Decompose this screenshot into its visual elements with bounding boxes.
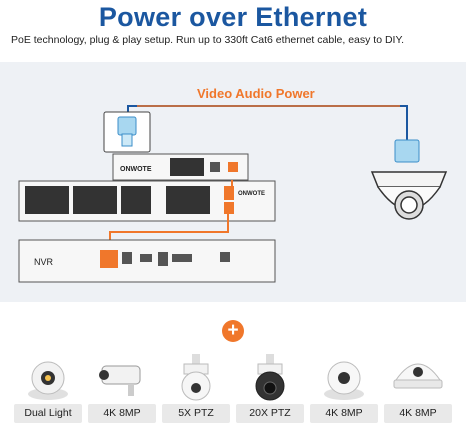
connection-diagram-drawing: Video Audio Power ONWOTE [18,86,448,283]
camera-label: 4K 8MP [310,404,378,423]
dome-camera-large-icon [370,171,448,220]
camera-item: Dual Light [14,350,82,425]
camera-item: 4K 8MP [88,350,156,425]
page-title: Power over Ethernet [98,2,368,32]
ptz-camera-icon [181,354,211,401]
dual-light-turret-camera-icon [28,361,68,400]
signal-label: Video Audio Power [197,86,315,101]
switch-brand-small: ONWOTE [120,166,152,173]
camera-item: 20X PTZ [236,350,304,425]
turret-camera-icon [324,361,364,400]
camera-label: 4K 8MP [88,404,156,423]
camera-item: 5X PTZ [162,350,230,425]
bullet-camera-icon [99,365,141,396]
switch-brand-large: ONWOTE [238,191,265,197]
connection-diagram: Video Audio Power ONWOTE [0,62,466,302]
camera-label: Dual Light [14,404,82,423]
small-poe-switch: ONWOTE [112,153,249,181]
large-poe-switch: ONWOTE [18,180,276,222]
camera-label: 20X PTZ [236,404,304,423]
camera-item: 4K 8MP [384,350,452,425]
ethernet-cable [127,105,408,142]
ethernet-plug-camera-icon [394,139,420,163]
dome-camera-icon [393,363,443,389]
camera-label: 4K 8MP [384,404,452,423]
plus-icon: + [222,320,244,342]
ptz-camera-dark-icon [255,354,285,401]
camera-item: 4K 8MP [310,350,378,425]
camera-list: Dual Light 4K 8MP 5X PTZ 20X PTZ [0,350,466,425]
camera-label: 5X PTZ [162,404,230,423]
nvr-label: NVR [34,257,54,267]
nvr-recorder: NVR [18,239,276,283]
ethernet-plug-icon [103,111,151,153]
page-subtitle: PoE technology, plug & play setup. Run u… [11,34,405,46]
